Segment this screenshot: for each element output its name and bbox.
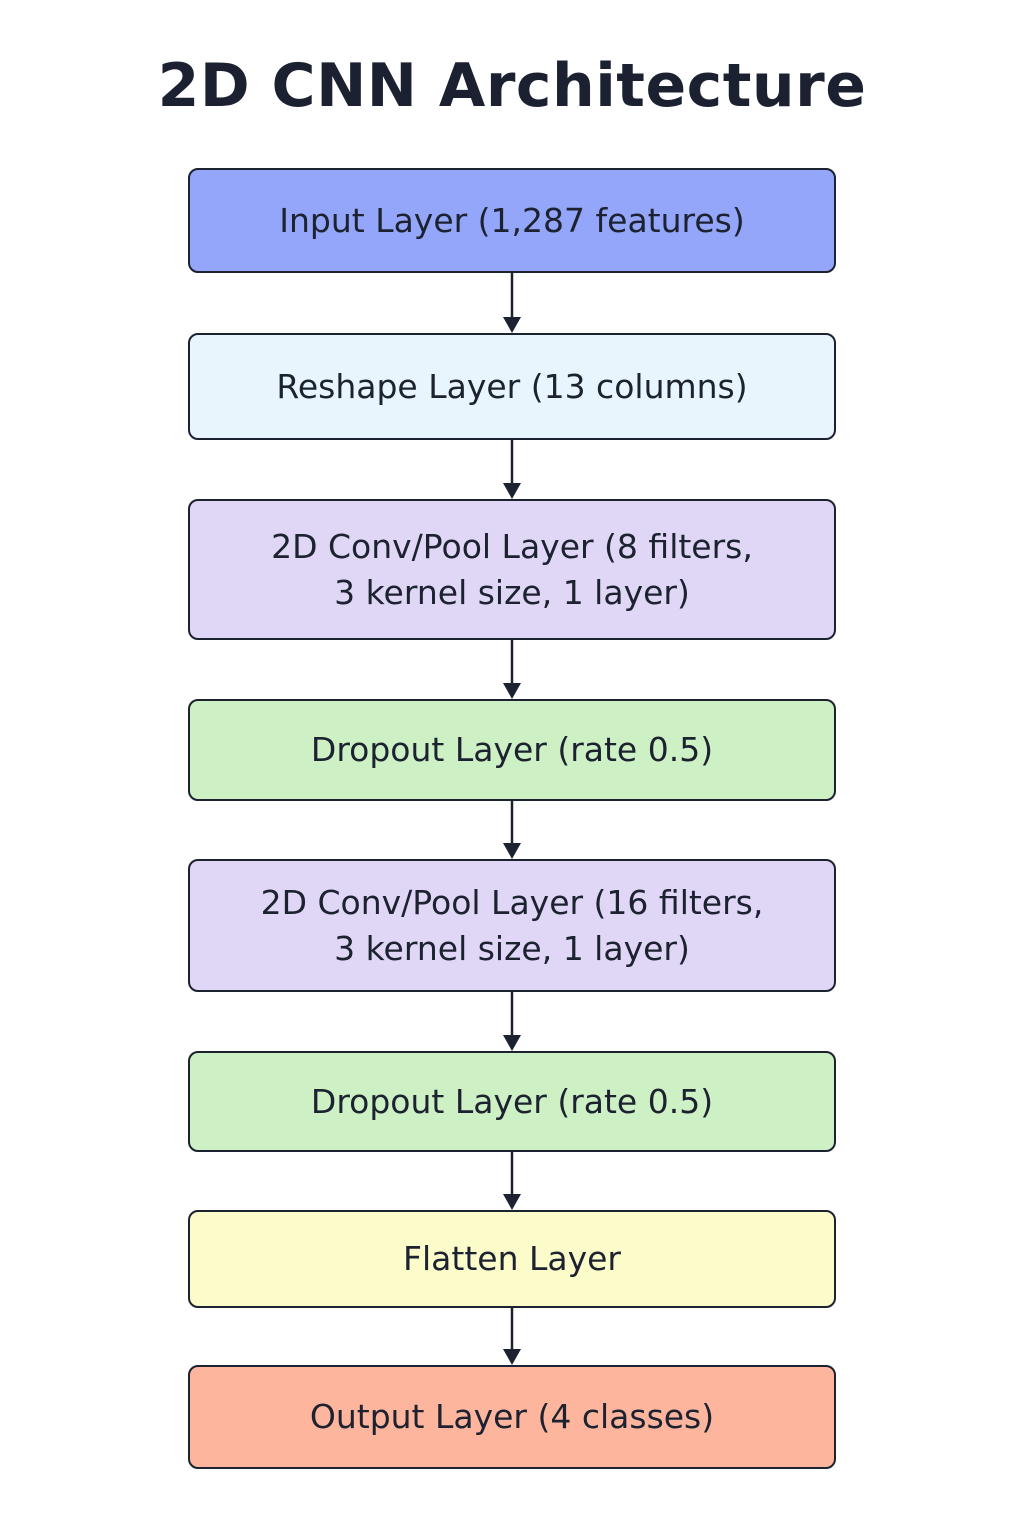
- arrow-dropout2-to-flatten: [503, 1152, 521, 1210]
- conv-pool-layer-1-box: 2D Conv/Pool Layer (8 filters, 3 kernel …: [188, 499, 836, 640]
- conv-pool-layer-1-label: 2D Conv/Pool Layer (8 filters, 3 kernel …: [271, 526, 753, 612]
- dropout-layer-2-box: Dropout Layer (rate 0.5): [188, 1051, 836, 1152]
- reshape-layer-label: Reshape Layer (13 columns): [276, 366, 748, 406]
- arrow-reshape-to-conv1: [503, 440, 521, 499]
- output-layer-box: Output Layer (4 classes): [188, 1365, 836, 1469]
- output-layer-label: Output Layer (4 classes): [309, 1397, 715, 1436]
- input-layer-label: Input Layer (1,287 features): [279, 200, 745, 240]
- conv-pool-layer-2-label: 2D Conv/Pool Layer (16 filters, 3 kernel…: [260, 882, 764, 968]
- diagram-title: 2D CNN Architecture: [157, 51, 867, 121]
- arrow-input-to-reshape: [503, 273, 521, 333]
- flatten-layer-box: Flatten Layer: [188, 1210, 836, 1308]
- dropout-layer-2-label: Dropout Layer (rate 0.5): [310, 1081, 714, 1121]
- arrow-flatten-to-output: [503, 1308, 521, 1365]
- arrow-dropout1-to-conv2: [503, 801, 521, 859]
- flatten-layer-label: Flatten Layer: [403, 1239, 621, 1278]
- conv-pool-layer-2-box: 2D Conv/Pool Layer (16 filters, 3 kernel…: [188, 859, 836, 992]
- input-layer-box: Input Layer (1,287 features): [188, 168, 836, 273]
- arrow-conv1-to-dropout1: [503, 640, 521, 699]
- arrow-conv2-to-dropout2: [503, 992, 521, 1051]
- reshape-layer-box: Reshape Layer (13 columns): [188, 333, 836, 440]
- dropout-layer-1-label: Dropout Layer (rate 0.5): [310, 730, 714, 769]
- dropout-layer-1-box: Dropout Layer (rate 0.5): [188, 699, 836, 801]
